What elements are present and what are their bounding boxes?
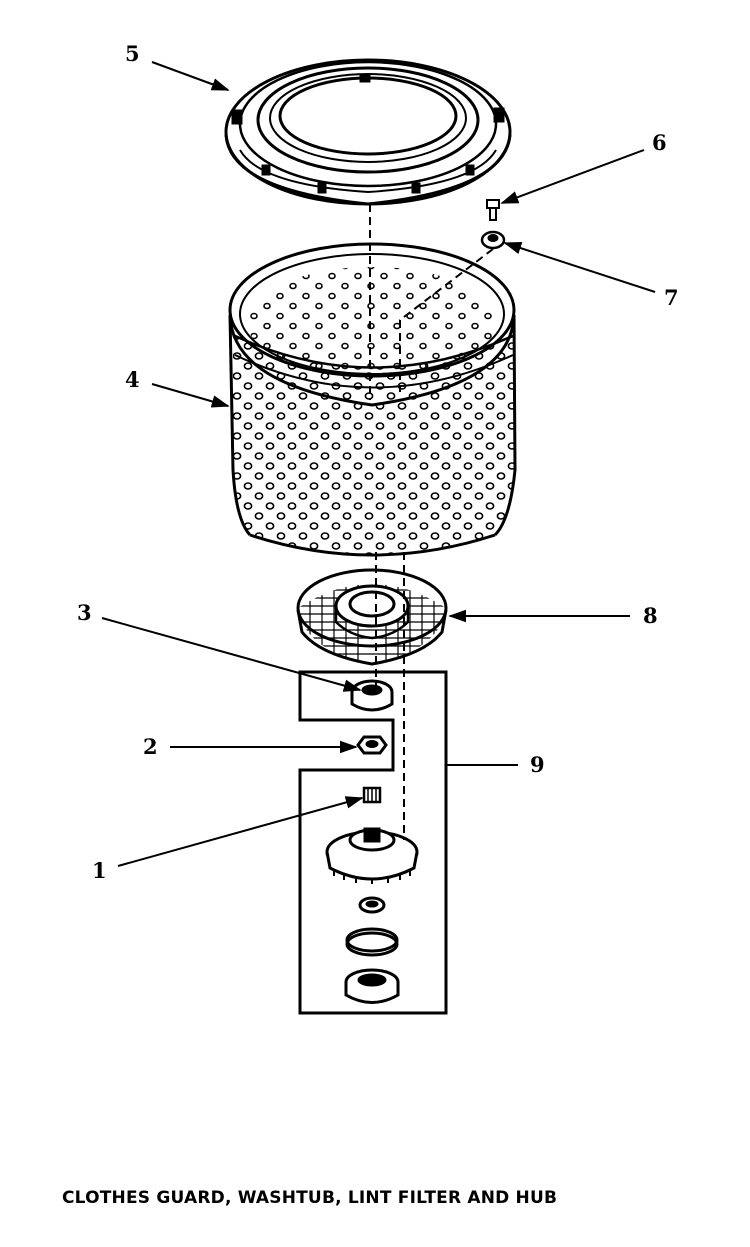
clothes-guard <box>224 58 512 206</box>
hub-assembly-bracket <box>298 670 448 1015</box>
screw <box>486 199 500 221</box>
callout-6: 6 <box>652 130 667 155</box>
callout-9: 9 <box>530 752 545 777</box>
header-fragment: - - - - <box>478 0 510 7</box>
bottom-bearing <box>344 968 400 1004</box>
callout-7: 7 <box>664 285 679 310</box>
spline <box>362 786 382 804</box>
seal <box>350 679 394 712</box>
callout-4: 4 <box>125 367 140 392</box>
callout-3: 3 <box>77 600 92 625</box>
washtub <box>228 242 517 557</box>
diagram-caption: CLOTHES GUARD, WASHTUB, LINT FILTER AND … <box>62 1188 558 1208</box>
callout-5: 5 <box>125 41 140 66</box>
hex-nut <box>356 735 388 755</box>
lint-filter <box>296 568 448 666</box>
callout-2: 2 <box>143 734 158 759</box>
bearing <box>358 896 386 914</box>
alignment-lines <box>369 204 494 840</box>
callout-leaders <box>101 61 656 867</box>
ring-seal <box>345 927 399 957</box>
callout-8: 8 <box>643 603 658 628</box>
nut <box>480 230 506 250</box>
hub <box>325 827 419 884</box>
callout-labels: 5 6 7 4 8 3 2 9 1 <box>77 41 679 883</box>
callout-1: 1 <box>92 858 107 883</box>
